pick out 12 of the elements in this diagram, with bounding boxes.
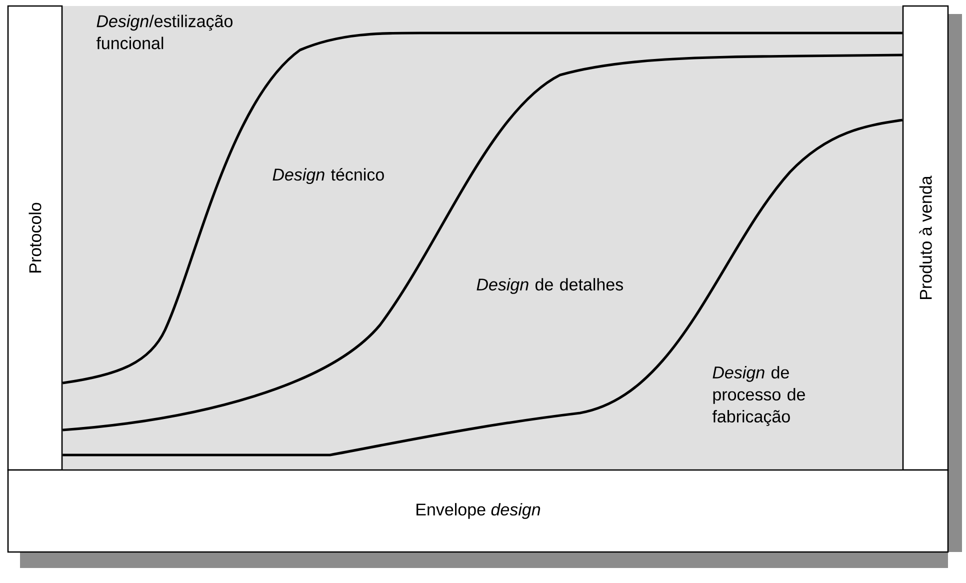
curve-label: Design técnico <box>272 168 384 184</box>
curve <box>62 118 903 456</box>
curve <box>62 32 902 384</box>
curve-label: Design de processo de fabricação <box>712 366 805 426</box>
curve-label: Design de detalhes <box>476 278 623 294</box>
band-label: Protocolo <box>28 202 42 272</box>
band <box>902 5 949 471</box>
curve-label: Design/estilização funcional <box>96 14 232 50</box>
curve <box>62 54 902 432</box>
band-label: Produto à venda <box>919 176 932 299</box>
band-label: Envelope design <box>416 503 540 519</box>
band <box>7 5 63 471</box>
